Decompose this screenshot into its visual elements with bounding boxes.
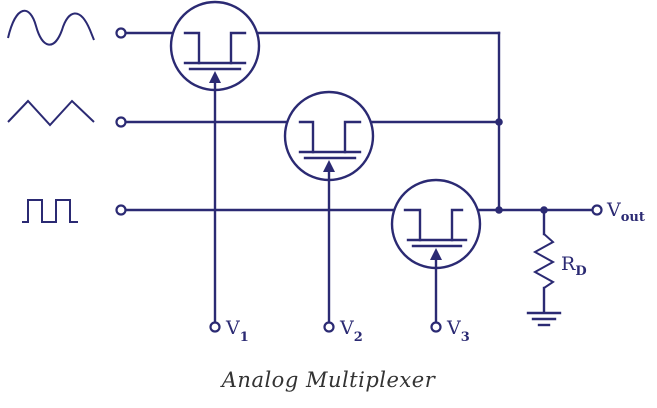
input-terminal-3 <box>115 204 127 216</box>
resistor-label: RD <box>561 253 587 279</box>
junction-dot <box>540 206 548 214</box>
diagram-caption: Analog Multiplexer <box>221 368 436 392</box>
output-label: Vout <box>606 199 645 225</box>
gate-terminal-1 <box>209 321 221 333</box>
junction-dot <box>495 118 503 126</box>
resistor-icon <box>532 233 556 289</box>
gate-label-2: V2 <box>339 317 363 345</box>
output-terminal <box>591 204 603 216</box>
transistor-3 <box>390 178 482 324</box>
gate-label-3: V3 <box>446 317 470 345</box>
gate-terminal-3 <box>430 321 442 333</box>
ground-icon <box>526 311 562 327</box>
transistor-2 <box>283 90 375 324</box>
junction-dot <box>495 206 503 214</box>
sine-wave-icon <box>7 9 95 46</box>
input-terminal-1 <box>115 27 127 39</box>
triangle-wave-icon <box>7 99 95 127</box>
square-wave-icon <box>22 199 78 223</box>
gate-terminal-2 <box>323 321 335 333</box>
input-terminal-2 <box>115 116 127 128</box>
gate-label-1: V1 <box>225 317 249 345</box>
transistor-1 <box>169 0 261 324</box>
